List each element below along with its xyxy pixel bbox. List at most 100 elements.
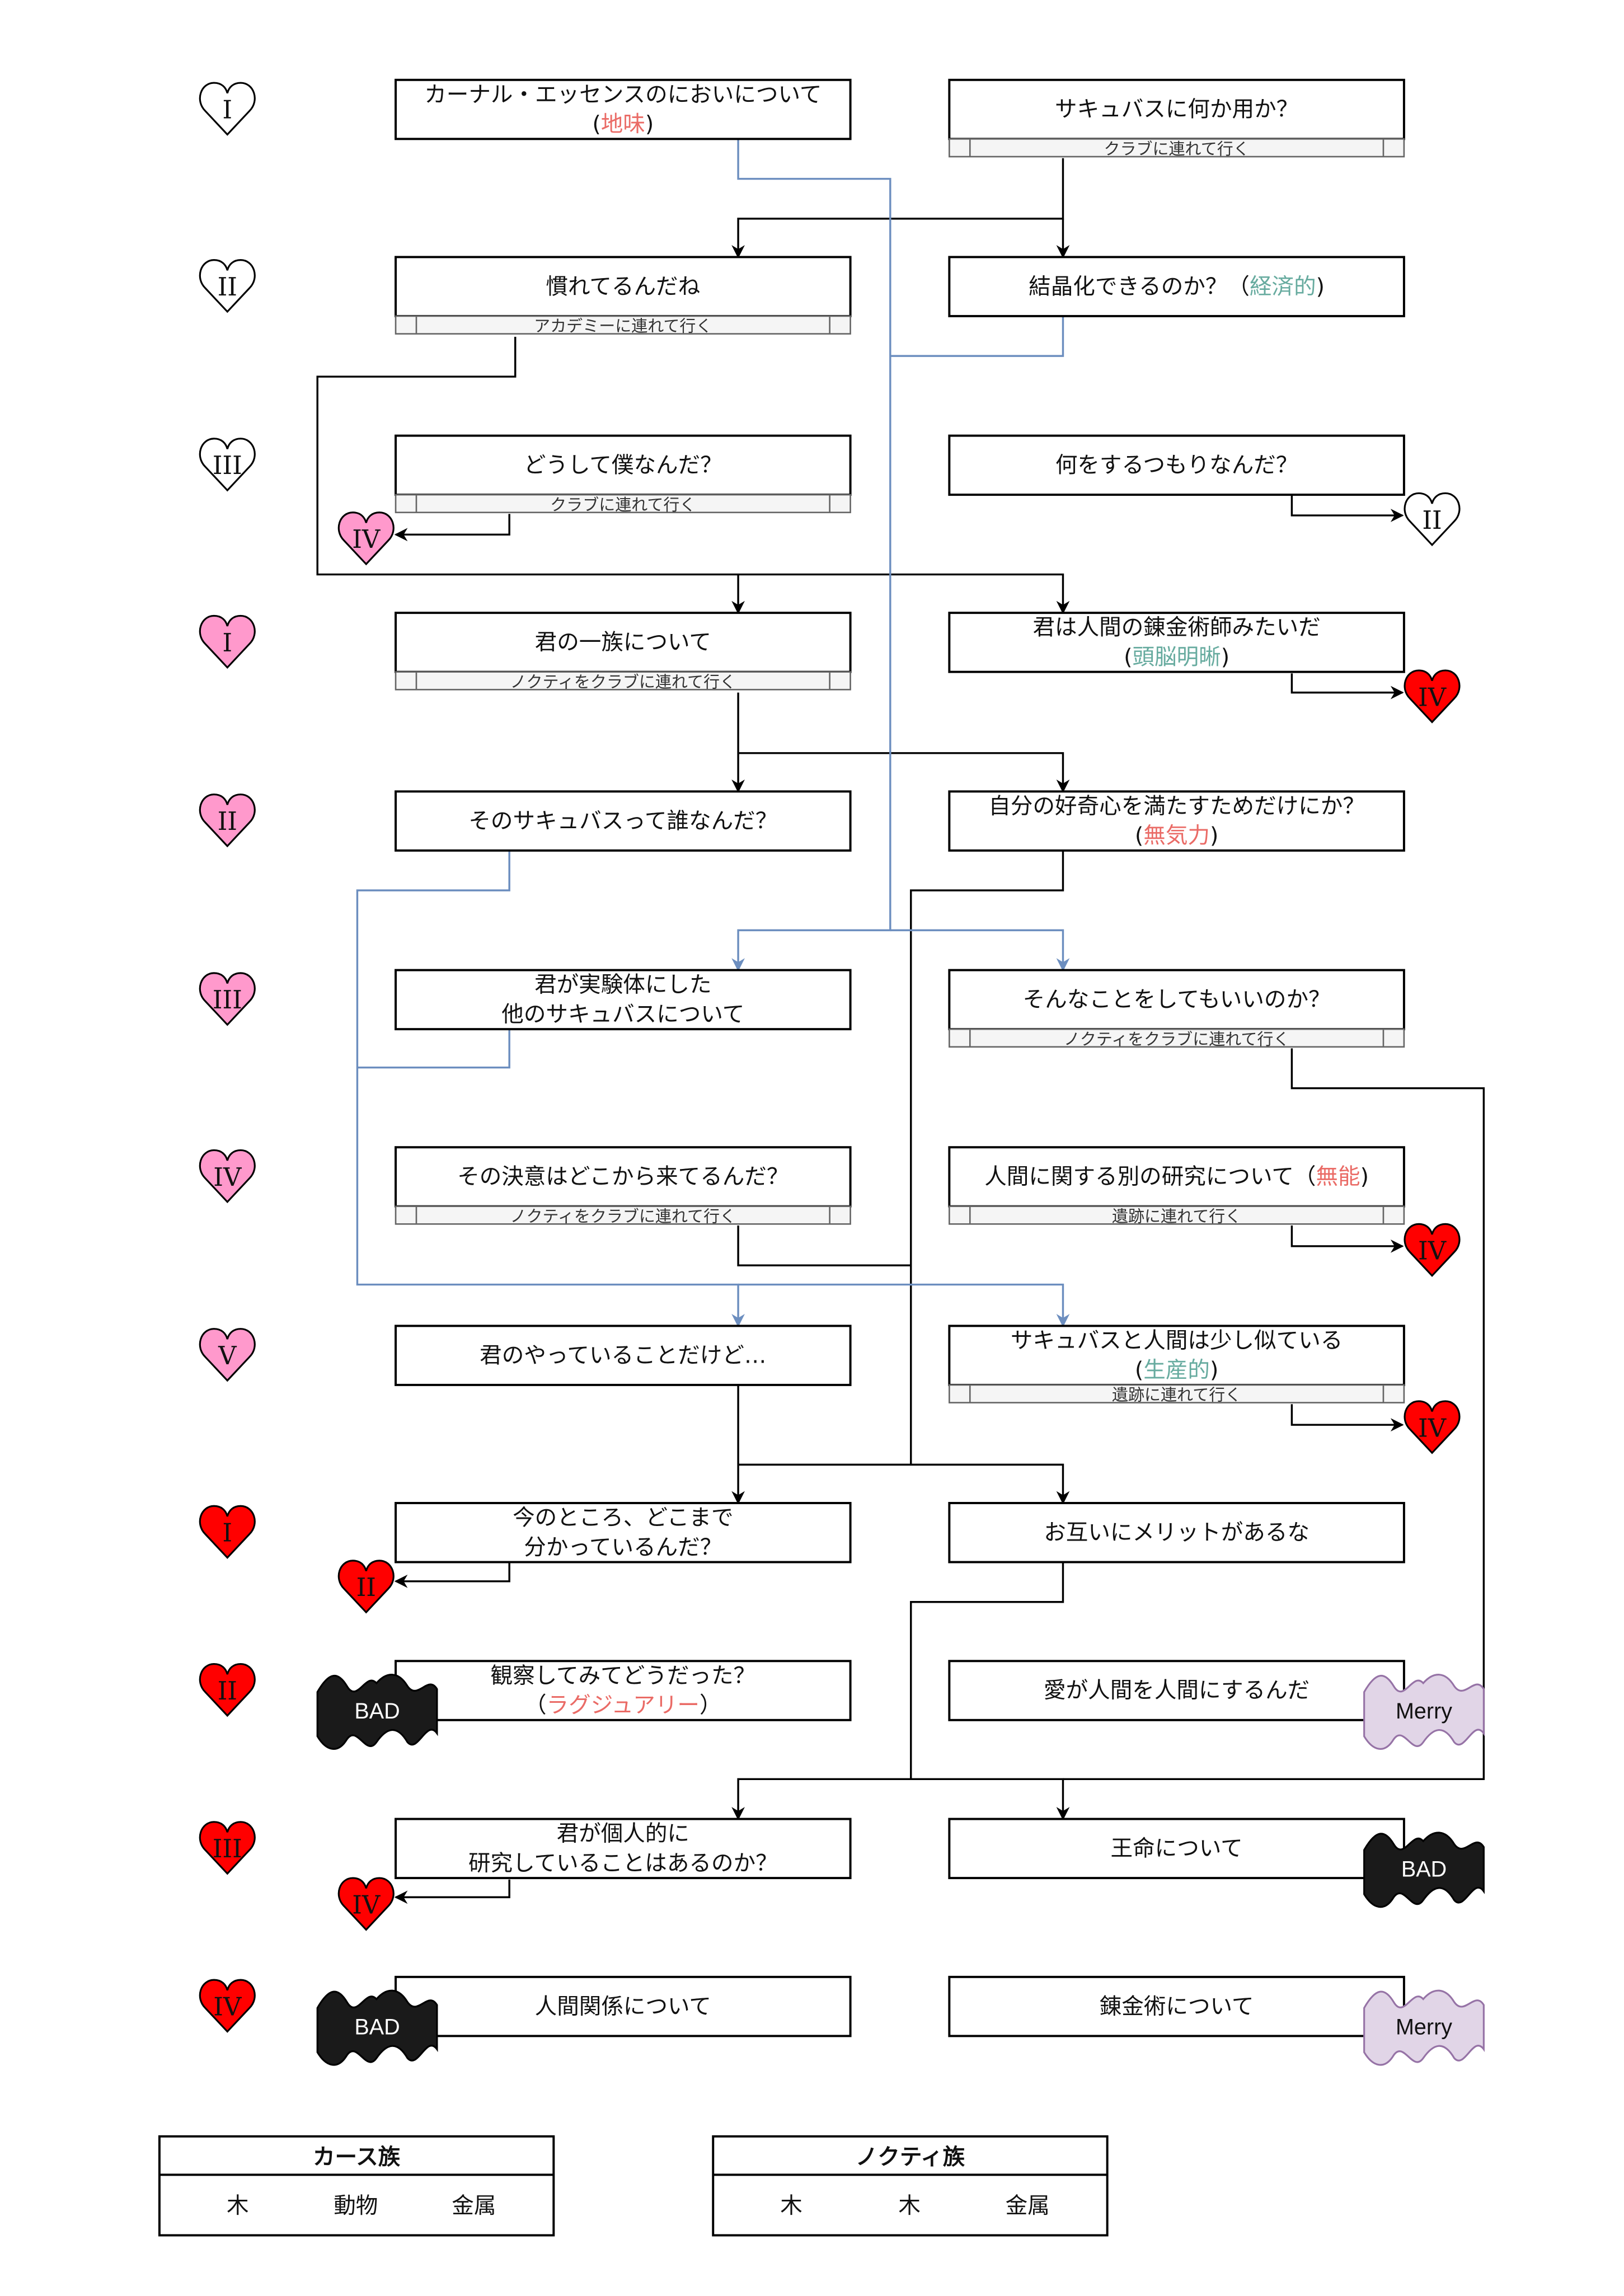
node-text-line: 観察してみてどうだった？ bbox=[491, 1663, 756, 1689]
connector bbox=[1063, 1048, 1485, 1781]
dialogue-node-left[interactable]: その決意はどこから来てるんだ？ ノクティをクラブに連れて行く bbox=[395, 1146, 852, 1226]
trait-label: 経済的 bbox=[1250, 274, 1316, 299]
ending-label: Merry bbox=[1396, 1699, 1452, 1724]
connector-blue bbox=[890, 316, 1064, 357]
heart-numeral: V bbox=[218, 1341, 237, 1370]
node-box bbox=[395, 1325, 852, 1386]
connector bbox=[394, 1879, 510, 1904]
dialogue-node-right[interactable]: お互いにメリットがあるな bbox=[948, 1502, 1405, 1563]
dialogue-node-left[interactable]: カーナル・エッセンスのにおいについて(地味) bbox=[395, 78, 852, 140]
node-action-bar[interactable]: ノクティをクラブに連れて行く bbox=[395, 1205, 851, 1226]
node-text-segment: 観察してみてどうだった？ bbox=[491, 1663, 756, 1689]
result-heart: IV bbox=[1404, 669, 1461, 724]
legend-table-cell: 木 bbox=[227, 2193, 249, 2219]
node-action-label: アカデミーに連れて行く bbox=[534, 317, 712, 336]
connector bbox=[738, 752, 1070, 793]
node-text-segment: ( bbox=[1135, 1358, 1143, 1383]
node-box bbox=[948, 78, 1405, 140]
connector bbox=[731, 158, 1064, 259]
row-heart: I bbox=[199, 1505, 256, 1559]
dialogue-node-right[interactable]: サキュバスと人間は少し似ている (生産的)遺跡に連れて行く bbox=[948, 1325, 1405, 1405]
node-text-segment: 人間関係について bbox=[535, 1994, 711, 2020]
node-action-bar[interactable]: 遺跡に連れて行く bbox=[949, 1384, 1405, 1405]
result-heart: II bbox=[1404, 492, 1461, 547]
node-text-line: カーナル・エッセンスのにおいについて bbox=[424, 82, 822, 107]
node-text-segment: 愛が人間を人間にするんだ bbox=[1044, 1678, 1309, 1703]
node-box bbox=[395, 1146, 852, 1208]
node-text-line: その決意はどこから来てるんだ？ bbox=[457, 1164, 788, 1190]
row-heart: I bbox=[199, 614, 256, 669]
result-heart: II bbox=[337, 1560, 395, 1614]
node-box bbox=[395, 1660, 852, 1721]
legend-table-cell: 木 bbox=[898, 2193, 921, 2219]
node-box bbox=[395, 1502, 852, 1563]
connector bbox=[316, 336, 1070, 614]
node-text-line: 君のやっていることだけど… bbox=[480, 1342, 766, 1368]
dialogue-node-right[interactable]: 君は人間の錬金術師みたいだ(頭脳明晰) bbox=[948, 612, 1405, 673]
dialogue-node-left[interactable]: どうして僕なんだ？クラブに連れて行く bbox=[395, 434, 852, 514]
dialogue-node-right[interactable]: 人間に関する別の研究について（無能)遺跡に連れて行く bbox=[948, 1146, 1405, 1226]
dialogue-node-right[interactable]: そんなことをしてもいいのか？ ノクティをクラブに連れて行く bbox=[948, 969, 1405, 1049]
node-text-line: 人間関係について bbox=[535, 1994, 711, 2020]
ending-badge-merry: Merry bbox=[1363, 1989, 1485, 2066]
heart-icon bbox=[199, 1328, 256, 1382]
node-text-line: 錬金術について bbox=[1100, 1994, 1254, 2020]
dialogue-node-right[interactable]: サキュバスに何か用か？ クラブに連れて行く bbox=[948, 78, 1405, 158]
node-text-line: サキュバスと人間は少し似ている bbox=[1011, 1328, 1343, 1354]
connectors bbox=[316, 139, 1485, 1904]
dialogue-node-left[interactable]: 君のやっていることだけど… bbox=[395, 1325, 852, 1386]
node-action-bar[interactable]: ノクティをクラブに連れて行く bbox=[395, 671, 851, 692]
heart-icon bbox=[1404, 1400, 1461, 1454]
node-action-bar[interactable]: アカデミーに連れて行く bbox=[395, 315, 851, 336]
dialogue-node-right[interactable]: 王命について bbox=[948, 1818, 1405, 1880]
node-text-segment: ) bbox=[1360, 1164, 1369, 1190]
node-text-segment: カーナル・エッセンスのにおいについて bbox=[424, 82, 822, 107]
dialogue-nodes: カーナル・エッセンスのにおいについて(地味) サキュバスに何か用か？ クラブに連れて… bbox=[395, 78, 1405, 2037]
node-text-line: サキュバスに何か用か？ bbox=[1055, 97, 1298, 123]
node-text-segment: そのサキュバスって誰なんだ？ bbox=[468, 808, 777, 834]
dialogue-node-left[interactable]: 観察してみてどうだった？（ラグジュアリー） bbox=[395, 1660, 852, 1721]
dialogue-node-right[interactable]: 何をするつもりなんだ？ bbox=[948, 434, 1405, 496]
dialogue-node-right[interactable]: 自分の好奇心を満たすためだけにか？(無気力) bbox=[948, 790, 1405, 852]
row-heart: II bbox=[199, 793, 256, 848]
node-action-bar[interactable]: クラブに連れて行く bbox=[949, 138, 1405, 158]
trait-label: ラグジュアリー bbox=[547, 1693, 700, 1719]
legend-table-cell: 動物 bbox=[334, 2193, 378, 2219]
node-text-segment: 君のやっていることだけど… bbox=[480, 1342, 766, 1368]
node-text-segment: そんなことをしてもいいのか？ bbox=[1023, 987, 1331, 1013]
legend-table: ノクティ族木木金属 bbox=[712, 2135, 1109, 2237]
node-action-bar[interactable]: ノクティをクラブに連れて行く bbox=[949, 1028, 1405, 1049]
dialogue-node-right[interactable]: 結晶化できるのか？（経済的) bbox=[948, 256, 1405, 317]
row-heart: II bbox=[199, 1663, 256, 1717]
node-action-bar[interactable]: 遺跡に連れて行く bbox=[949, 1205, 1405, 1226]
legend-table-title: カース族 bbox=[313, 2144, 401, 2170]
row-heart: III bbox=[199, 972, 256, 1026]
node-text-line: 自分の好奇心を満たすためだけにか？ bbox=[988, 793, 1365, 819]
trait-label: 頭脳明晰 bbox=[1133, 644, 1221, 670]
node-text-line: 今のところ、どこまで bbox=[513, 1505, 733, 1531]
dialogue-node-left[interactable]: そのサキュバスって誰なんだ？ bbox=[395, 790, 852, 852]
node-text-segment: 王命について bbox=[1111, 1836, 1243, 1862]
dialogue-node-right[interactable]: 錬金術について bbox=[948, 1975, 1405, 2037]
node-text-segment: （ bbox=[524, 1693, 547, 1719]
heart-icon bbox=[199, 1979, 256, 2033]
heart-icon bbox=[337, 1877, 395, 1931]
connector bbox=[738, 1463, 1070, 1505]
node-box bbox=[948, 256, 1405, 317]
node-text-segment: 自分の好奇心を満たすためだけにか？ bbox=[988, 793, 1365, 819]
node-text-segment: 君の一族について bbox=[535, 630, 711, 655]
connector bbox=[910, 1778, 1070, 1820]
node-action-label: 遺跡に連れて行く bbox=[1112, 1206, 1241, 1226]
node-text-line: (頭脳明晰) bbox=[1124, 644, 1229, 670]
node-box bbox=[395, 612, 852, 673]
node-text-line: (生産的) bbox=[1135, 1358, 1219, 1383]
dialogue-node-right[interactable]: 愛が人間を人間にするんだ bbox=[948, 1660, 1405, 1721]
dialogue-node-left[interactable]: 人間関係について bbox=[395, 1975, 852, 2037]
node-action-bar[interactable]: クラブに連れて行く bbox=[395, 494, 851, 514]
